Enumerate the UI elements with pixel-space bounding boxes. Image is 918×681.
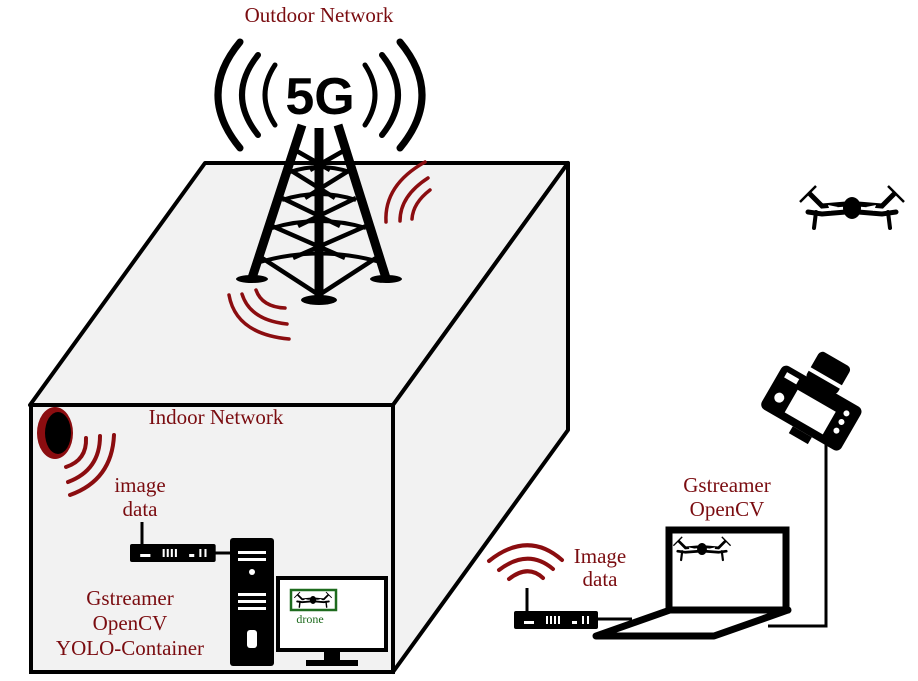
- indoor-software-yolo: YOLO-Container: [56, 636, 204, 660]
- indoor-data-label: data: [123, 497, 159, 521]
- cell-tower-icon: 5G: [214, 38, 426, 305]
- laptop-icon: [592, 526, 792, 640]
- camera-laptop-cable: [768, 440, 828, 628]
- field-data-label: data: [583, 567, 619, 591]
- detection-bounding-box: [289, 588, 338, 612]
- field-image-label: Image: [574, 544, 626, 568]
- detection-label: drone: [296, 612, 323, 626]
- outdoor-network-label: Outdoor Network: [245, 3, 394, 27]
- field-software-gstreamer: Gstreamer: [683, 473, 770, 497]
- field-software-opencv: OpenCV: [690, 497, 765, 521]
- tower-signal-waves-left: [227, 288, 291, 341]
- wifi-waves: [487, 543, 564, 581]
- router-icon: [130, 544, 216, 562]
- indoor-software-gstreamer: Gstreamer: [86, 586, 173, 610]
- indoor-image-label: image: [114, 473, 165, 497]
- webcam-icon: [37, 407, 73, 459]
- indoor-software-opencv: OpenCV: [93, 611, 168, 635]
- indoor-monitor: drone: [276, 576, 388, 666]
- webcam-signal-waves: [64, 433, 116, 497]
- 5g-badge: 5G: [285, 68, 354, 126]
- wifi-router-icon: [514, 611, 598, 629]
- tower-signal-waves-right: [384, 160, 432, 224]
- desktop-tower-icon: [230, 538, 274, 666]
- camera-icon: [761, 351, 862, 451]
- indoor-network-label: Indoor Network: [149, 405, 284, 429]
- drone-icon: [800, 186, 904, 228]
